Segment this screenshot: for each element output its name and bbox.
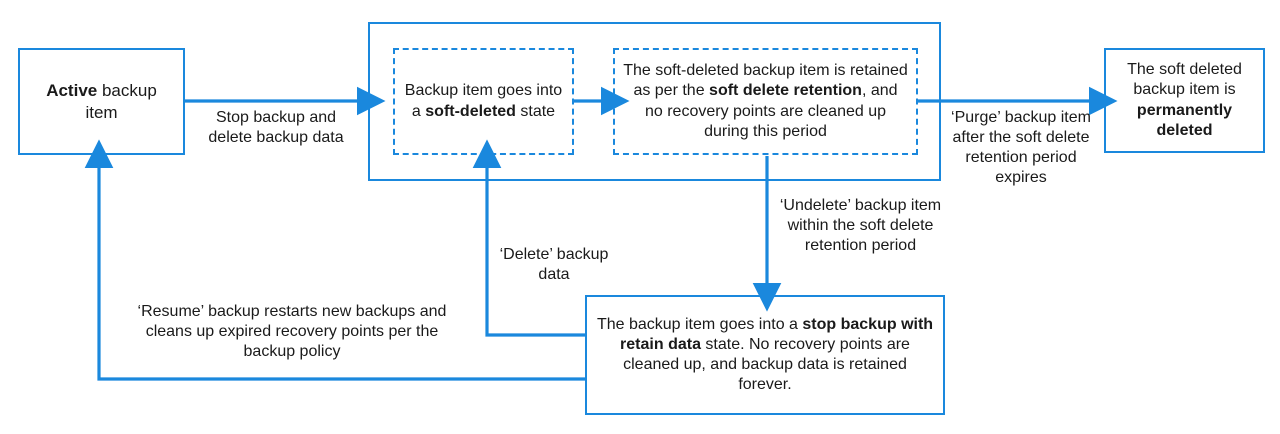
node-soft-delete-retention-a: The soft-deleted backup item is retained… xyxy=(623,62,908,100)
node-stop-backup-with-retain-data[interactable]: The backup item goes into a stop backup … xyxy=(585,295,945,415)
node-soft-deleted-state-text: Backup item goes into a soft-deleted sta… xyxy=(395,81,572,121)
node-active-backup-item-text: Active backup item xyxy=(20,80,183,123)
node-permanently-deleted[interactable]: The soft deleted backup item is permanen… xyxy=(1104,48,1265,153)
edge-label-delete-backup-data: ‘Delete’ backup data xyxy=(499,246,609,284)
node-active-backup-item[interactable]: Active backup item xyxy=(18,48,185,155)
edge-label-resume: ‘Resume’ backup restarts new backups and… xyxy=(137,303,447,361)
node-soft-deleted-state-bold: soft-deleted xyxy=(425,102,516,120)
node-active-backup-item-rest: backup item xyxy=(85,81,157,122)
node-soft-deleted-state[interactable]: Backup item goes into a soft-deleted sta… xyxy=(393,48,574,155)
node-stop-backup-bold: stop backup with retain data xyxy=(620,315,934,353)
node-permanently-deleted-a: The soft deleted backup item is xyxy=(1127,61,1242,99)
edge-label-stop-backup-delete-data: Stop backup and delete backup data xyxy=(208,109,344,147)
node-soft-delete-retention-bold: soft delete retention xyxy=(709,82,862,100)
edge-delete-backup-data xyxy=(472,139,585,337)
soft-delete-container xyxy=(368,22,941,181)
node-stop-backup-with-retain-data-text: The backup item goes into a stop backup … xyxy=(587,315,943,396)
node-soft-delete-retention[interactable]: The soft-deleted backup item is retained… xyxy=(613,48,918,155)
node-soft-delete-retention-text: The soft-deleted backup item is retained… xyxy=(615,61,916,142)
node-active-backup-item-bold: Active xyxy=(46,81,98,101)
node-soft-delete-retention-b: , and no recovery points are cleaned up … xyxy=(644,82,898,140)
edge-resume-to-active xyxy=(84,139,585,381)
node-soft-deleted-state-b: state xyxy=(515,102,556,120)
node-permanently-deleted-text: The soft deleted backup item is permanen… xyxy=(1106,60,1263,141)
node-stop-backup-b: state. No recovery points are cleaned up… xyxy=(623,335,910,394)
edge-label-purge: ‘Purge’ backup item after the soft delet… xyxy=(951,109,1091,187)
node-stop-backup-a: The backup item goes into a xyxy=(596,315,803,333)
node-permanently-deleted-bold: permanently deleted xyxy=(1136,101,1233,139)
edge-label-undelete: ‘Undelete’ backup item within the soft d… xyxy=(779,197,942,255)
node-soft-deleted-state-a: Backup item goes into a xyxy=(404,82,563,120)
